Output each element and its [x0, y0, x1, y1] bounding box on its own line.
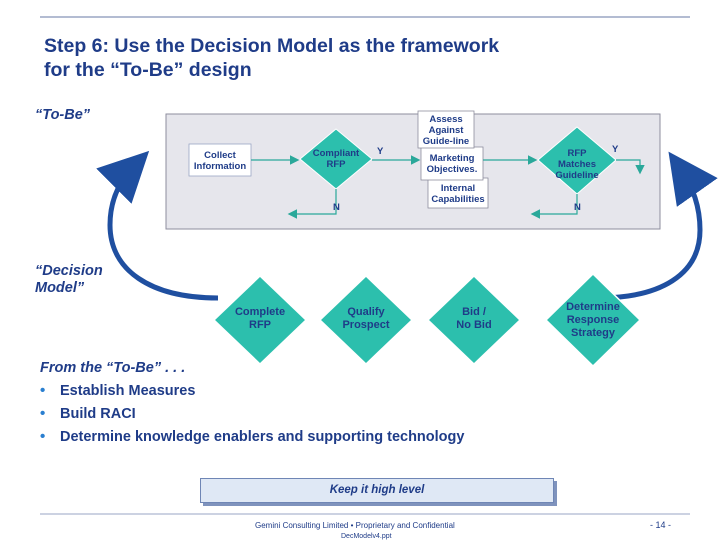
- bid-no-bid-label: Bid / No Bid: [428, 306, 520, 332]
- collect-line-2: Information: [193, 161, 247, 172]
- qualify-prospect-diamond: [318, 274, 414, 366]
- collect-line-1: Collect: [204, 150, 236, 161]
- determine-strategy-label: Determine Response Strategy: [546, 301, 640, 340]
- list-item: • Establish Measures: [40, 382, 464, 399]
- assess-line-2: Against: [428, 125, 464, 136]
- qualify-line-2: Prospect: [342, 319, 390, 331]
- compliant-no-label: N: [333, 202, 340, 213]
- bullet-text: Build RACI: [60, 406, 136, 422]
- compliant-line-2: RFP: [326, 159, 346, 170]
- determine-line-1: Determine: [566, 301, 620, 313]
- to-be-label: “To-Be”: [35, 107, 91, 123]
- rfp-no-label: N: [574, 202, 581, 213]
- rfp-matches-node: RFP Matches Guideline: [538, 148, 616, 181]
- decision-model-label-line-1: “Decision: [35, 263, 103, 279]
- complete-rfp-label: Complete RFP: [214, 306, 306, 332]
- title-line-1: Step 6: Use the Decision Model as the fr…: [44, 35, 500, 57]
- collect-box: [188, 143, 252, 177]
- slide-title: Step 6: Use the Decision Model as the fr…: [44, 34, 644, 82]
- determine-strategy-diamond: [544, 272, 642, 368]
- keep-high-level-callout: Keep it high level: [200, 478, 554, 503]
- curved-arrow-right: [597, 151, 718, 301]
- bullet-icon: •: [40, 428, 46, 445]
- qualify-prospect-label: Qualify Prospect: [320, 306, 412, 332]
- complete-line-2: RFP: [249, 319, 271, 331]
- assess-line-3: Guide-line: [422, 136, 470, 147]
- curved-arrow-left: [96, 150, 219, 301]
- determine-line-3: Strategy: [570, 327, 616, 339]
- internal-node: Internal Capabilities: [428, 183, 488, 205]
- rfp-matches-line-3: Guideline: [555, 170, 599, 181]
- internal-line-1: Internal: [440, 183, 476, 194]
- bullet-text: Establish Measures: [60, 383, 196, 399]
- determine-line-2: Response: [566, 314, 620, 326]
- bullet-icon: •: [40, 405, 46, 422]
- page-number: - 14 -: [650, 520, 672, 530]
- bid-line-2: No Bid: [456, 319, 492, 331]
- compliant-line-1: Compliant: [312, 148, 360, 159]
- compliant-yes-label: Y: [377, 146, 384, 157]
- footer-filename: DecModelv4.ppt: [341, 533, 392, 540]
- complete-line-1: Complete: [234, 306, 286, 318]
- bid-line-1: Bid /: [462, 306, 486, 318]
- bullet-lead: From the “To-Be” . . .: [40, 360, 186, 376]
- rfp-matches-line-2: Matches: [557, 159, 596, 170]
- bullet-icon: •: [40, 382, 46, 399]
- arrow-rfp-no: [530, 194, 578, 219]
- collect-information-node: Collect Information: [189, 150, 251, 172]
- arrow-rfp-yes: [616, 159, 645, 175]
- list-item: • Determine knowledge enablers and suppor…: [40, 428, 464, 445]
- assess-box: [417, 110, 475, 149]
- compliant-rfp-node: Compliant RFP: [300, 148, 372, 170]
- complete-rfp-diamond: [212, 274, 308, 366]
- rfp-yes-label: Y: [612, 144, 619, 155]
- qualify-line-1: Qualify: [347, 306, 385, 318]
- bullet-list: From the “To-Be” . . . • Establish Measur…: [40, 360, 464, 451]
- bid-no-bid-diamond: [426, 274, 522, 366]
- internal-box: [427, 177, 489, 209]
- internal-line-2: Capabilities: [431, 194, 485, 205]
- decision-model-label: “Decision Model”: [35, 263, 103, 297]
- bullet-text: Determine knowledge enablers and support…: [60, 429, 465, 445]
- rfp-matches-line-1: RFP: [567, 148, 587, 159]
- assess-node: Assess Against Guide-line: [418, 114, 474, 147]
- marketing-line-2: Objectives.: [426, 164, 478, 175]
- arrow-compliant-no: [287, 189, 337, 219]
- marketing-box: [420, 146, 484, 181]
- assess-line-1: Assess: [429, 114, 463, 125]
- marketing-line-1: Marketing: [429, 153, 475, 164]
- title-line-2: for the “To-Be” design: [44, 59, 252, 81]
- marketing-node: Marketing Objectives.: [421, 153, 483, 175]
- footer-text: Gemini Consulting Limited • Proprietary …: [255, 521, 455, 530]
- list-item: • Build RACI: [40, 405, 464, 422]
- decision-model-label-line-2: Model”: [35, 280, 85, 296]
